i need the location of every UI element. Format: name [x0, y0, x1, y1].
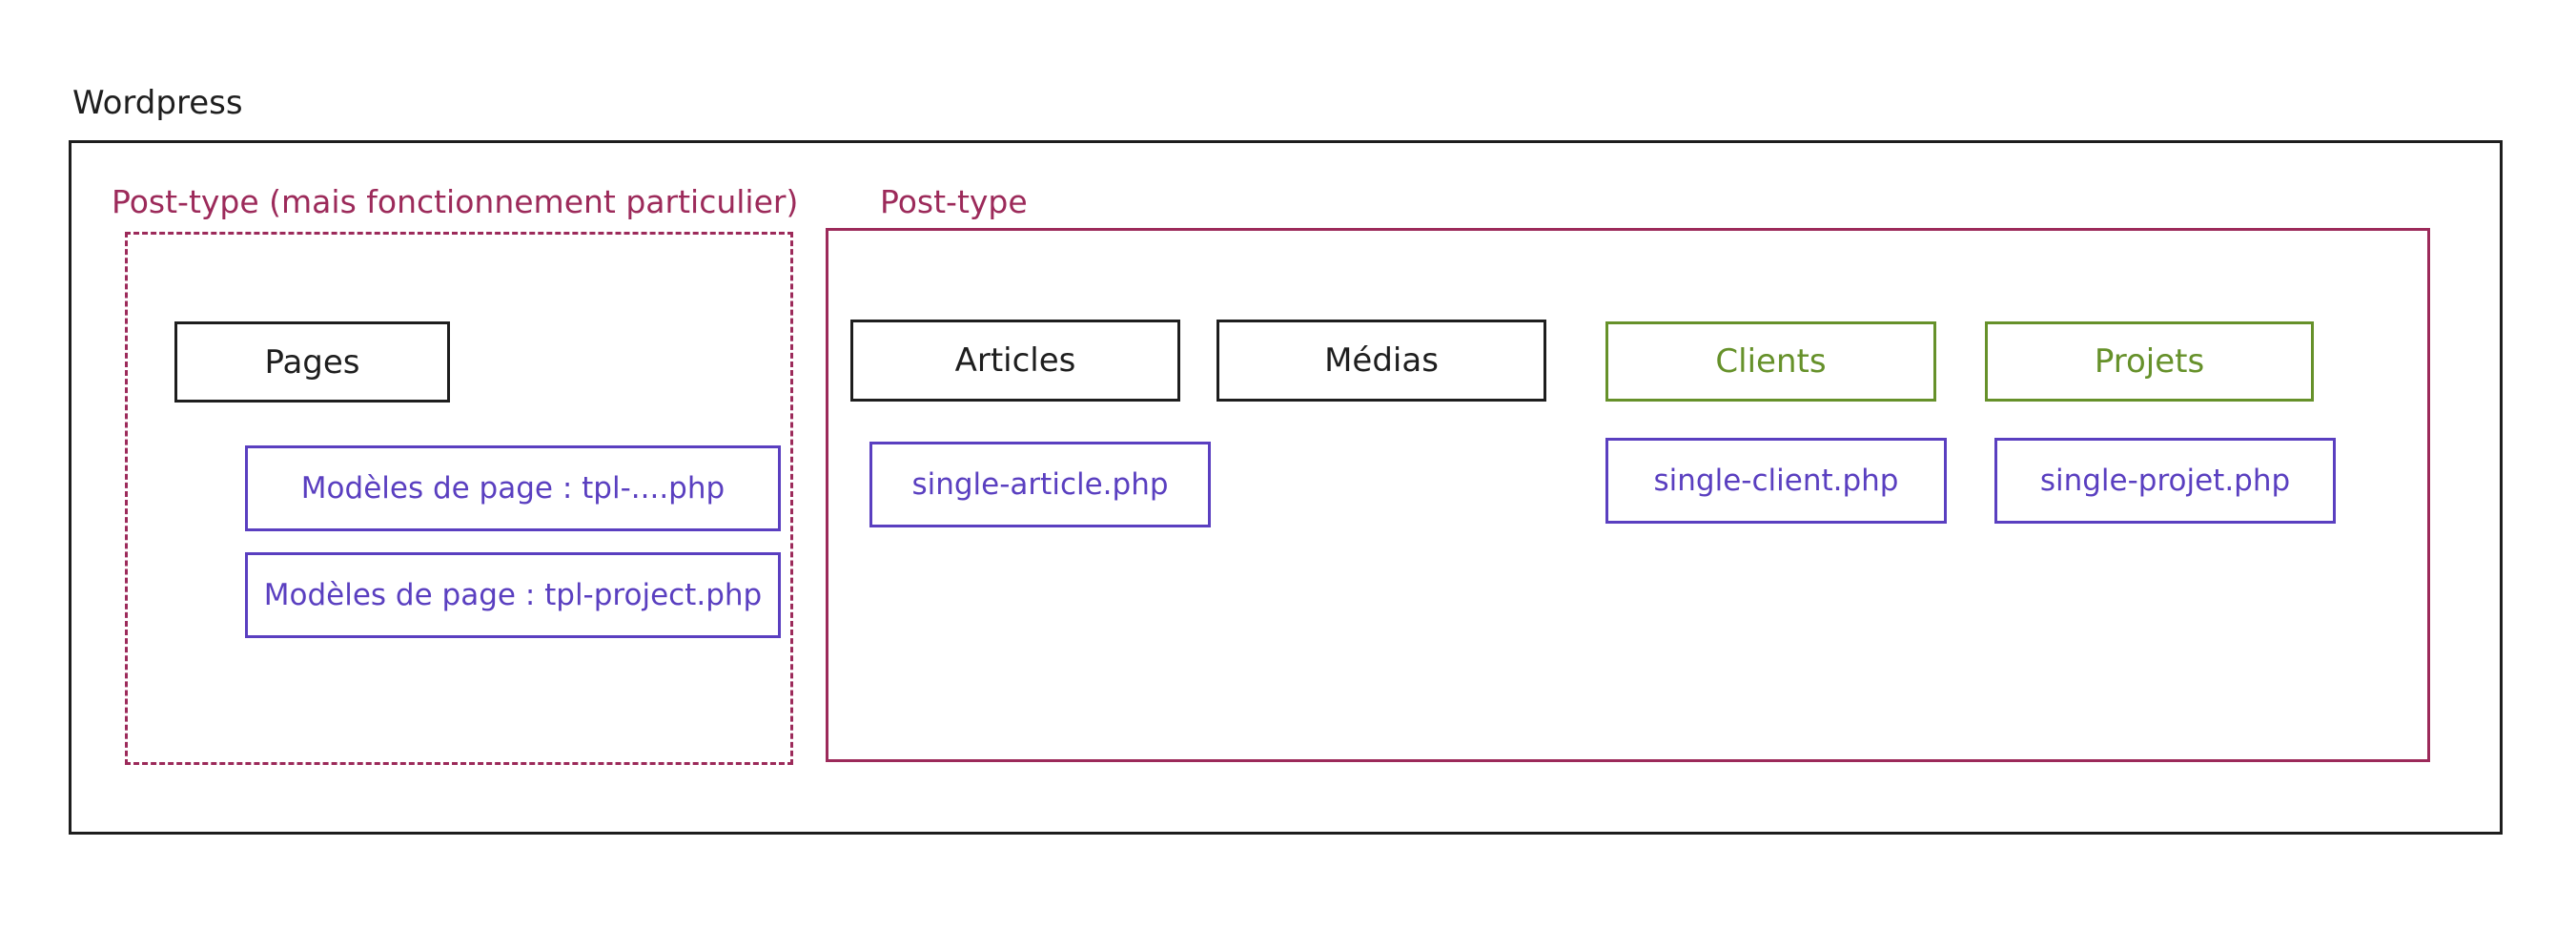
template-project-node: Modèles de page : tpl-project.php — [245, 552, 781, 638]
single-article-node: single-article.php — [869, 442, 1211, 527]
group-left-border — [125, 232, 793, 765]
wordpress-title: Wordpress — [72, 84, 243, 122]
medias-node: Médias — [1216, 320, 1546, 402]
wordpress-container — [69, 140, 2503, 835]
pages-node: Pages — [174, 321, 450, 403]
projets-node: Projets — [1985, 321, 2314, 402]
single-client-node: single-client.php — [1605, 438, 1947, 524]
articles-node: Articles — [850, 320, 1180, 402]
clients-node: Clients — [1605, 321, 1936, 402]
group-right-title: Post-type — [880, 183, 1028, 220]
single-projet-node: single-projet.php — [1994, 438, 2336, 524]
group-right-border — [826, 228, 2430, 762]
group-left-title: Post-type (mais fonctionnement particuli… — [112, 183, 799, 220]
template-generic-node: Modèles de page : tpl-....php — [245, 445, 781, 531]
